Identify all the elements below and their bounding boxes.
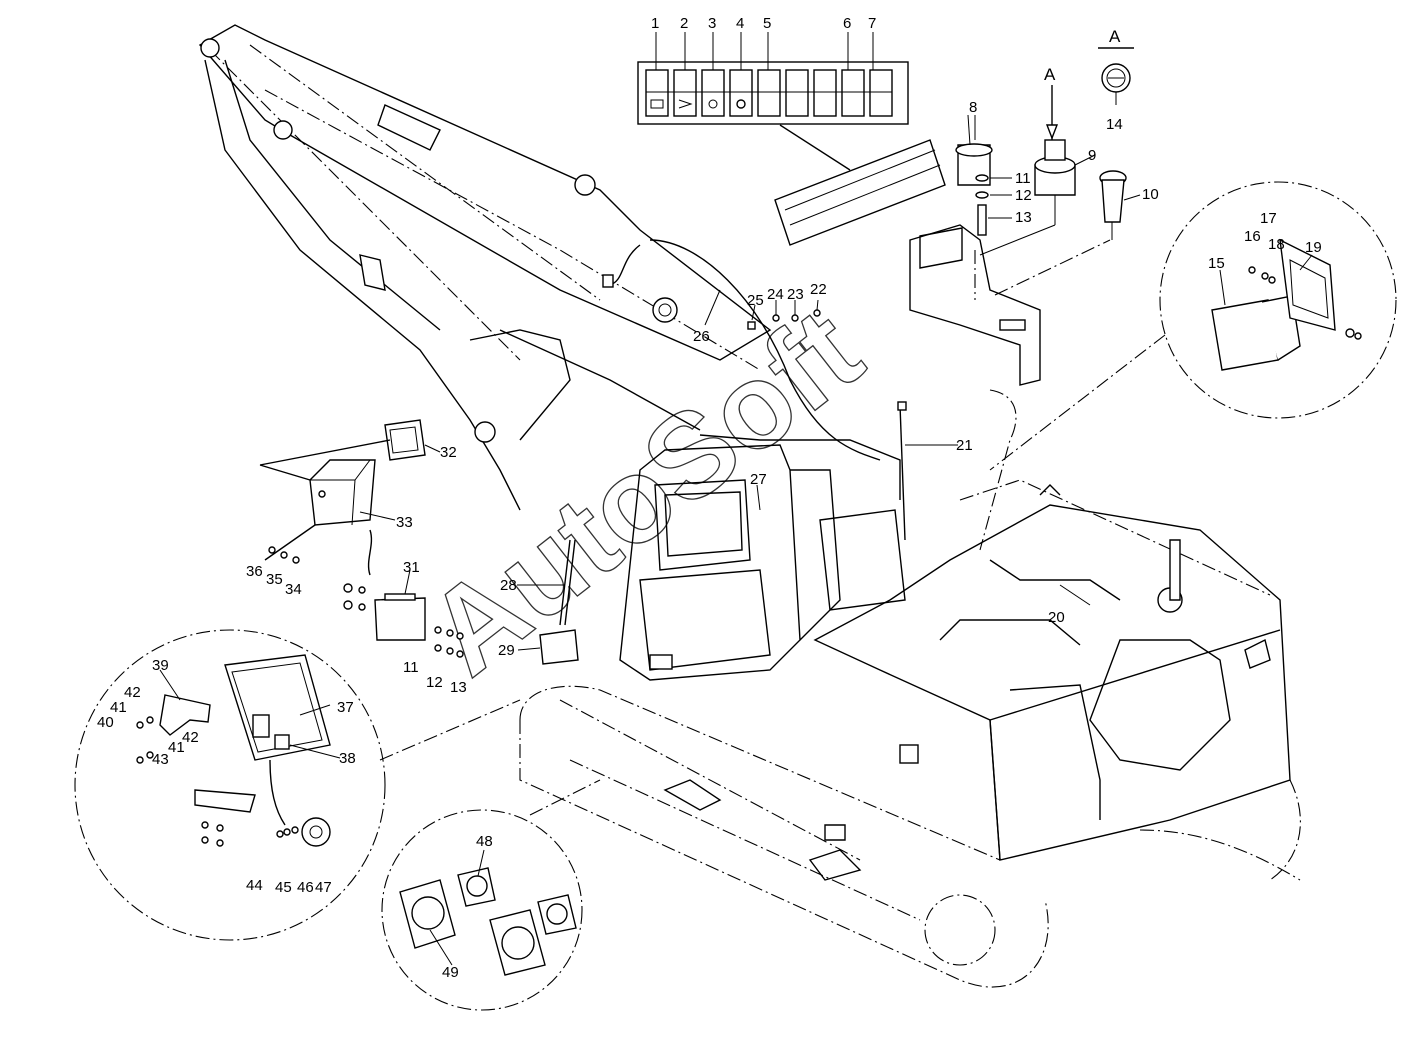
callout-29: 29 [498,642,515,659]
callout-45: 45 [275,879,292,896]
callout-3: 3 [708,15,716,32]
callout-34: 34 [285,581,302,598]
part-14 [1098,47,1134,93]
part-20 [989,559,1121,601]
callout-24: 24 [767,286,784,303]
callout-35: 35 [266,571,283,588]
callout-31: 31 [403,559,420,576]
fasteners-8 [975,174,989,236]
callout-28: 28 [500,577,517,594]
speaker-detail [381,779,601,1011]
callout-4: 4 [736,15,744,32]
callout-48: 48 [476,833,493,850]
callout-46: 46 [297,879,314,896]
callout-27: 27 [750,471,767,488]
callout-42-upper: 42 [124,684,141,701]
leader-lines [159,32,1313,966]
callout-25: 25 [747,292,764,309]
callout-11-lower: 11 [403,659,419,676]
view-arrow-label: A [1044,65,1056,84]
callout-42-lower: 42 [182,729,199,746]
callout-37: 37 [337,699,354,716]
part-10 [1099,170,1127,240]
view-section-label: A [1109,27,1121,46]
callout-41-lower: 41 [168,739,185,756]
callout-17: 17 [1260,210,1277,227]
control-stand [909,224,1111,386]
switch-connectors [774,139,946,246]
fasteners-33 [268,546,300,564]
callout-2: 2 [680,15,688,32]
callout-16: 16 [1244,228,1261,245]
callout-18: 18 [1268,236,1285,253]
callout-38: 38 [339,750,356,767]
callout-47: 47 [315,879,332,896]
upper-structure [813,389,1291,861]
callout-36: 36 [246,563,263,580]
callout-7: 7 [868,15,876,32]
callout-13-lower: 13 [450,679,467,696]
callout-40: 40 [97,714,114,731]
callout-6: 6 [843,15,851,32]
callout-14: 14 [1106,116,1123,133]
callout-5: 5 [763,15,771,32]
callout-1: 1 [651,15,659,32]
callout-22: 22 [810,281,827,298]
watermark-text: AutoSoft [404,283,886,700]
callout-21: 21 [956,437,973,454]
callout-20: 20 [1048,609,1065,626]
monitor-detail [74,629,521,941]
callout-26: 26 [693,328,710,345]
track-frame [519,685,1301,988]
part-33 [259,439,391,576]
callout-44: 44 [246,877,263,894]
callout-11-upper: 11 [1015,170,1031,187]
cab [619,401,907,681]
callout-13-upper: 13 [1015,209,1032,226]
callout-9: 9 [1088,147,1096,164]
callout-19: 19 [1305,239,1322,256]
part-9 [979,85,1076,256]
part-31 [343,583,464,658]
callout-8: 8 [969,99,977,116]
callout-32: 32 [440,444,457,461]
callout-23: 23 [787,286,804,303]
callout-10: 10 [1142,186,1159,203]
callout-33: 33 [396,514,413,531]
callout-41-upper: 41 [110,699,127,716]
work-lamp-detail [989,181,1397,471]
callout-12-upper: 12 [1015,187,1032,204]
part-32 [384,419,426,461]
watermark: AutoSoft [403,282,886,701]
part-8 [955,114,993,186]
callout-43: 43 [152,751,169,768]
part-28 [559,539,576,626]
callout-39: 39 [152,657,169,674]
callout-labels: 1 2 3 4 5 6 7 8 9 10 11 12 13 14 15 16 1… [97,15,1322,981]
callout-12-lower: 12 [426,674,443,691]
boom-arm [198,24,881,511]
callout-15: 15 [1208,255,1225,272]
part-29 [539,629,579,665]
switch-panel [637,61,909,171]
callout-49: 49 [442,964,459,981]
